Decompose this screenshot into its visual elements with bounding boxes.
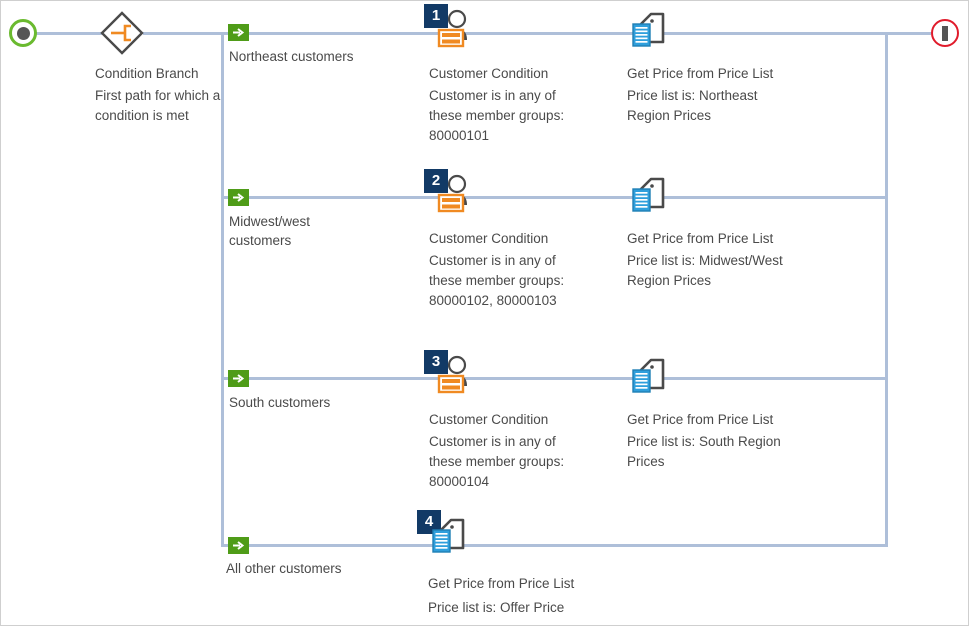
step-title-3: Customer Condition [429, 412, 549, 427]
connector-start-to-diamond [33, 32, 111, 35]
customer-condition-node-3[interactable] [431, 354, 475, 398]
arrow-right-icon [233, 374, 245, 383]
branch-arrow-badge-1[interactable] [228, 24, 249, 41]
branch-label-2: Midwest/west customers [229, 214, 311, 248]
price-list-node-4[interactable] [429, 514, 477, 558]
step-title-1: Customer Condition [429, 66, 549, 81]
step-number-badge-2: 2 [424, 169, 448, 193]
end-node[interactable] [931, 19, 959, 47]
branch-arrow-badge-2[interactable] [228, 189, 249, 206]
price-list-node-3[interactable] [629, 354, 677, 398]
branch-arrow-badge-3[interactable] [228, 370, 249, 387]
condition-branch-description: First path for which a condition is met [95, 88, 221, 123]
customer-condition-node-2[interactable] [431, 173, 475, 217]
arrow-right-icon [233, 541, 245, 550]
step-description-3b: Price list is: South Region Prices [627, 434, 781, 469]
connector-split-vertical [221, 32, 224, 546]
price-tag-document-icon [632, 177, 665, 212]
arrow-right-icon [233, 193, 245, 202]
condition-branch-title: Condition Branch [95, 66, 199, 81]
price-list-node-2[interactable] [629, 173, 677, 217]
step-description-2b: Price list is: Midwest/West Region Price… [627, 253, 783, 288]
branch-label-4: All other customers [226, 561, 342, 576]
step-description-4: Price list is: Offer Price [428, 600, 565, 615]
step-description-3: Customer is in any of these member group… [429, 434, 565, 489]
step-title-2b: Get Price from Price List [627, 231, 774, 246]
branch-diamond-icon [100, 11, 144, 55]
step-title-4: Get Price from Price List [428, 576, 575, 591]
step-description-2: Customer is in any of these member group… [429, 253, 565, 308]
step-title-1b: Get Price from Price List [627, 66, 774, 81]
step-number-badge-3: 3 [424, 350, 448, 374]
price-tag-document-icon [432, 518, 465, 553]
connector-branch-1 [221, 32, 888, 35]
step-title-2: Customer Condition [429, 231, 549, 246]
connector-merge-to-end [885, 32, 931, 35]
step-number-badge-1: 1 [424, 4, 448, 28]
step-description-1b: Price list is: Northeast Region Prices [627, 88, 758, 123]
connector-merge-vertical [885, 32, 888, 546]
price-tag-document-icon [632, 358, 665, 393]
connector-diamond-to-split [143, 32, 223, 35]
step-title-3b: Get Price from Price List [627, 412, 774, 427]
connector-branch-2 [221, 196, 888, 199]
connector-branch-3 [221, 377, 888, 380]
price-list-node-1[interactable] [629, 8, 677, 52]
connector-branch-4 [221, 544, 888, 547]
branch-label-3: South customers [229, 395, 331, 410]
arrow-right-icon [233, 28, 245, 37]
branch-arrow-badge-4[interactable] [228, 537, 249, 554]
customer-condition-icon [437, 355, 467, 394]
customer-condition-node-1[interactable] [431, 8, 475, 52]
step-description-1: Customer is in any of these member group… [429, 88, 565, 143]
start-node[interactable] [9, 19, 37, 47]
customer-condition-icon [437, 174, 467, 213]
condition-branch-node[interactable] [99, 10, 145, 56]
price-tag-document-icon [632, 12, 665, 47]
customer-condition-icon [437, 9, 467, 48]
branch-label-1: Northeast customers [229, 49, 354, 64]
